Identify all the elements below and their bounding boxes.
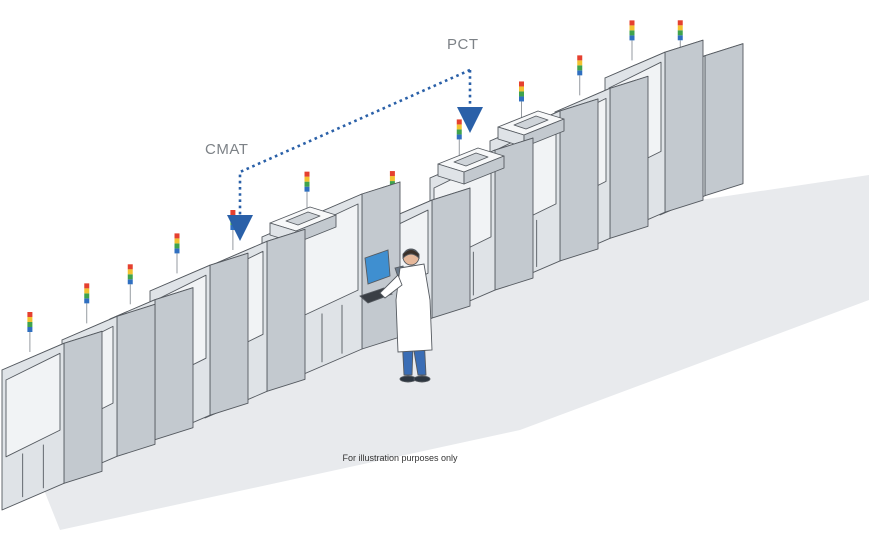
light-tower-lamp (84, 288, 90, 294)
light-tower-lamp (677, 35, 683, 41)
light-tower-lamp (84, 283, 90, 289)
light-tower-lamp (127, 264, 133, 270)
light-tower-lamp (519, 96, 524, 102)
light-tower-lamp (389, 176, 395, 182)
machine-side (209, 252, 249, 416)
machine-side (704, 43, 744, 197)
light-tower-lamp (456, 119, 462, 125)
machine-side (266, 228, 306, 392)
station-hat-grille (453, 152, 489, 167)
machine-side (431, 187, 471, 319)
light-tower-lamp (677, 25, 683, 31)
light-tower-lamp (174, 238, 180, 244)
light-tower-lamp (456, 124, 462, 130)
light-tower-lamp (577, 70, 583, 76)
machine-side (609, 75, 649, 239)
cmat-label: CMAT (205, 141, 249, 158)
machine-side (154, 287, 194, 441)
machine-line (1, 20, 744, 511)
light-tower-lamp (304, 171, 310, 177)
light-tower-lamp (629, 20, 635, 26)
light-tower-lamp (84, 298, 90, 304)
light-tower-lamp (304, 186, 310, 192)
light-tower-lamp (27, 317, 33, 323)
light-tower-lamp (577, 60, 583, 66)
pct-label: PCT (447, 36, 479, 53)
machine-panel (5, 352, 61, 458)
light-tower-lamp (629, 25, 635, 31)
light-tower-lamp (389, 181, 395, 187)
light-tower-lamp (27, 327, 33, 333)
light-tower-lamp (127, 269, 133, 275)
light-tower-lamp (230, 225, 236, 231)
light-tower-lamp (677, 30, 683, 36)
light-tower-lamp (174, 243, 180, 249)
light-tower-lamp (389, 171, 395, 177)
machine-side (559, 98, 599, 262)
station-hat-grille (285, 211, 321, 226)
light-tower-lamp (127, 279, 133, 285)
light-tower-lamp (174, 233, 180, 239)
light-tower-lamp (519, 81, 524, 87)
light-tower-lamp (304, 181, 310, 187)
light-tower-lamp (304, 176, 310, 182)
light-tower-lamp (577, 65, 583, 71)
station-hat-grille (513, 115, 549, 130)
light-tower-lamp (174, 248, 180, 254)
light-tower-lamp (677, 20, 683, 26)
light-tower-lamp (27, 322, 33, 328)
light-tower-lamp (519, 86, 524, 92)
light-tower-lamp (577, 55, 583, 61)
light-tower-lamp (230, 210, 236, 216)
illustration-note: For illustration purposes only (342, 453, 458, 463)
light-tower-lamp (629, 35, 635, 41)
machine-side (63, 330, 103, 484)
light-tower-lamp (84, 293, 90, 299)
light-tower-lamp (127, 274, 133, 280)
light-tower-lamp (456, 134, 462, 140)
light-tower-lamp (27, 312, 33, 318)
station-hat-side (463, 155, 505, 185)
floor-shadow (40, 175, 869, 530)
light-tower-lamp (230, 215, 236, 221)
light-tower-lamp (519, 91, 524, 97)
operator (359, 248, 433, 383)
light-tower-lamp (456, 129, 462, 135)
light-tower-lamp (629, 30, 635, 36)
machine-side (116, 303, 156, 457)
machine-side (664, 39, 704, 213)
light-tower-lamp (230, 220, 236, 226)
